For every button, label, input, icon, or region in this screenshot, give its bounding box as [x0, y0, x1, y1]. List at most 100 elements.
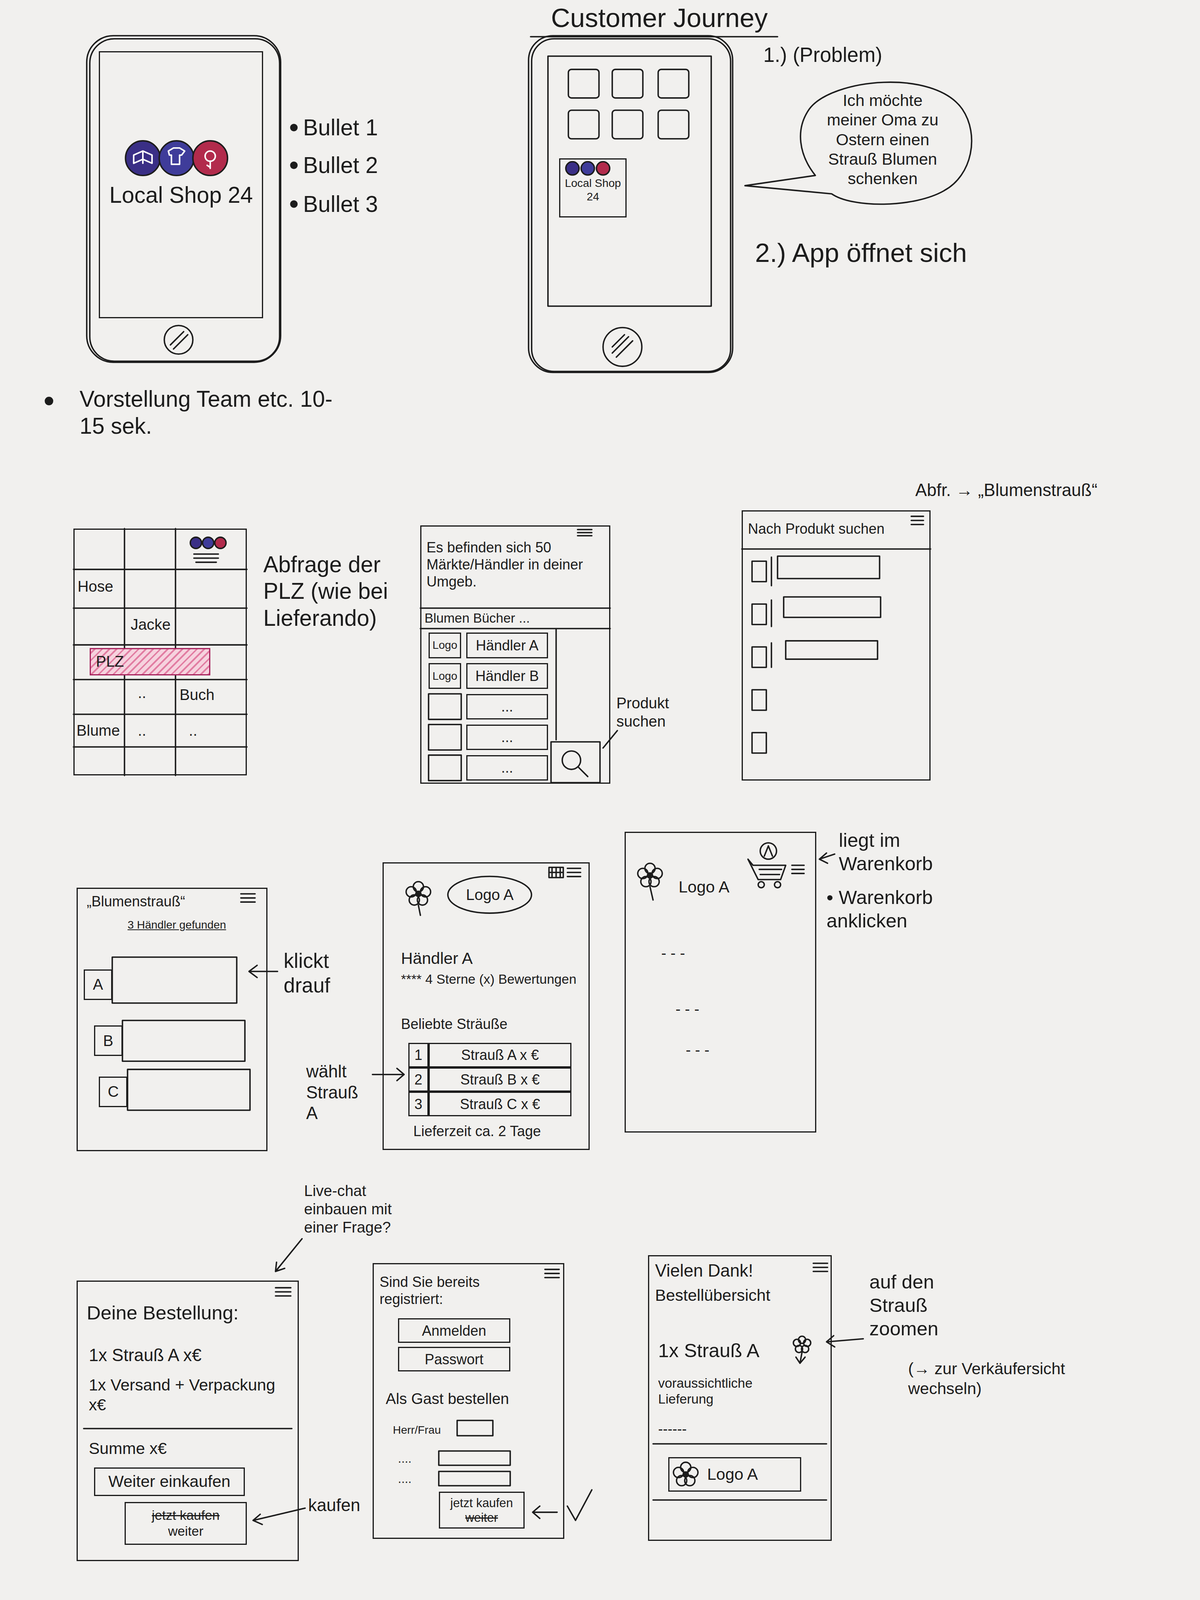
- node-text: Händler B: [475, 667, 539, 685]
- node-text: Händler A: [401, 948, 474, 969]
- list-item: Händler B: [466, 663, 549, 689]
- note-text: Bullet 3: [303, 190, 379, 218]
- node-text: Local Shop 24: [98, 181, 264, 209]
- speech-bubble: Ich möchte meiner Oma zu Ostern einen St…: [790, 73, 975, 206]
- wireframe-screen: Händler A **** 4 Sterne (x) BewertungenBe…: [382, 862, 590, 1150]
- node-text: Passwort: [424, 1350, 484, 1368]
- note-text: 2.) App öffnet sich: [755, 236, 968, 269]
- node-text: Es befinden sich 50 Märkte/Händler in de…: [426, 538, 585, 591]
- table-cell: 1: [408, 1042, 429, 1068]
- logo-box: Logo A: [668, 1457, 801, 1492]
- note-text: Abfrage der PLZ (wie bei Lieferando): [263, 551, 406, 633]
- note-text: wählt Strauß A: [305, 1061, 370, 1124]
- node-text: „Blumenstrauß“: [86, 892, 186, 910]
- node-text: 1: [414, 1046, 423, 1064]
- list-marker: A: [83, 969, 113, 1000]
- node-text: 1x Versand + Verpackung x€: [88, 1375, 283, 1415]
- node-text: Blumen Bücher ...: [424, 610, 531, 627]
- table-cell: 2: [408, 1067, 429, 1093]
- note-text: Abfr. → „Blumenstrauß“: [915, 479, 1191, 501]
- node-text: Buch: [179, 685, 215, 704]
- logo-box: Logo: [428, 663, 462, 689]
- note-text: kaufen: [308, 1494, 361, 1516]
- node-text: Strauß C x €: [459, 1095, 541, 1113]
- input-field: Passwort: [398, 1346, 511, 1372]
- list-item: ...: [466, 755, 549, 781]
- title-text: Customer Journey: [551, 1, 768, 34]
- node-text: ...: [501, 698, 514, 716]
- postcode-field: PLZ: [89, 648, 210, 676]
- node-text: Vielen Dank!: [655, 1260, 754, 1281]
- node-text: 1x Strauß A: [658, 1338, 760, 1363]
- node-text: 3 Händler gefunden: [127, 918, 226, 932]
- note-text: auf den Strauß zoomen: [869, 1270, 982, 1341]
- node-text: jetzt kaufen: [450, 1495, 514, 1511]
- logo-box: Logo: [428, 632, 462, 658]
- node-text: jetzt kaufen: [151, 1507, 220, 1524]
- node-text: Blume: [76, 721, 120, 740]
- node-text: Strauß A x €: [461, 1046, 539, 1064]
- table-cell: Strauß B x €: [428, 1067, 572, 1093]
- node-text: Weiter einkaufen: [108, 1471, 231, 1492]
- node-text: A: [92, 975, 104, 994]
- node-text: Logo: [432, 669, 458, 683]
- list-item: Händler A: [466, 632, 549, 658]
- node-text: ....: [398, 1471, 412, 1487]
- node-text: **** 4 Sterne (x) Bewertungen: [401, 971, 580, 988]
- button: jetzt kaufenweiter: [124, 1501, 248, 1545]
- button: jetzt kaufenweiter: [438, 1491, 525, 1529]
- node-text: Bestellübersicht: [655, 1285, 771, 1306]
- list-item: ...: [466, 694, 549, 720]
- wireframe-screen: Logo A- - -- - -- - -: [624, 831, 817, 1133]
- node-text: C: [107, 1082, 119, 1101]
- node-text: Strauß B x €: [460, 1071, 540, 1089]
- wireframe-screen: Es befinden sich 50 Märkte/Händler in de…: [420, 525, 610, 784]
- note-text: liegt im Warenkorb: [838, 828, 952, 875]
- list-item: ...: [466, 724, 549, 750]
- note-text: Bullet 1: [303, 114, 379, 142]
- node-text: Herr/Frau: [392, 1423, 441, 1437]
- logo-oval: Logo A: [446, 875, 533, 915]
- node-text: Local Shop 24: [562, 176, 624, 204]
- node-text: ..: [188, 721, 198, 740]
- wireframe-screen: Deine Bestellung: 1x Strauß A x€ 1x Versan…: [76, 1280, 300, 1562]
- node-text: Ich möchte meiner Oma zu Ostern einen St…: [819, 90, 947, 189]
- node-text: - - -: [685, 1040, 710, 1060]
- node-text: - - -: [661, 944, 685, 963]
- node-text: Beliebte Sträuße: [401, 1015, 508, 1033]
- node-text: Summe x€: [88, 1438, 283, 1459]
- node-text: ..: [137, 683, 147, 702]
- node-text: 3: [414, 1095, 423, 1113]
- wireframe-screen: Sind Sie bereits registriert:Als Gast be…: [372, 1263, 565, 1539]
- list-marker: C: [98, 1076, 128, 1108]
- wireframe-screen: Nach Produkt suchen: [741, 510, 931, 781]
- node-text: Hose: [77, 577, 114, 596]
- node-text: B: [103, 1031, 114, 1050]
- list-marker: B: [94, 1025, 123, 1056]
- node-text: ....: [398, 1451, 412, 1466]
- note-text: Bullet 2: [303, 151, 379, 179]
- wireframe-screen: „Blumenstrauß“ 3 Händler gefundenA B C: [76, 887, 268, 1151]
- node-text: Logo A: [465, 885, 514, 904]
- input-field: Anmelden: [398, 1318, 511, 1343]
- node-text: ...: [501, 759, 514, 777]
- node-text: Jacke: [130, 615, 171, 634]
- button: Weiter einkaufen: [94, 1467, 246, 1497]
- node-text: 2: [414, 1071, 423, 1089]
- node-text: Lieferzeit ca. 2 Tage: [413, 1122, 587, 1140]
- note-text: Produkt suchen: [616, 694, 680, 731]
- note-text: • Warenkorb anklicken: [826, 885, 954, 933]
- node-text: ------: [658, 1420, 687, 1438]
- phone-screen: Local Shop 24: [98, 51, 264, 319]
- app-icon: Local Shop 24: [559, 158, 627, 218]
- node-text: Deine Bestellung:: [86, 1301, 239, 1325]
- node-text: voraussichtliche Lieferung: [658, 1375, 812, 1408]
- table-cell: 3: [408, 1091, 429, 1117]
- node-text: Anmelden: [421, 1322, 487, 1340]
- node-text: 1x Strauß A x€: [88, 1344, 202, 1366]
- node-text: ...: [501, 728, 514, 746]
- node-text: weiter: [465, 1510, 499, 1525]
- note-text: Live-chat einbauen mit einer Frage?: [303, 1181, 401, 1237]
